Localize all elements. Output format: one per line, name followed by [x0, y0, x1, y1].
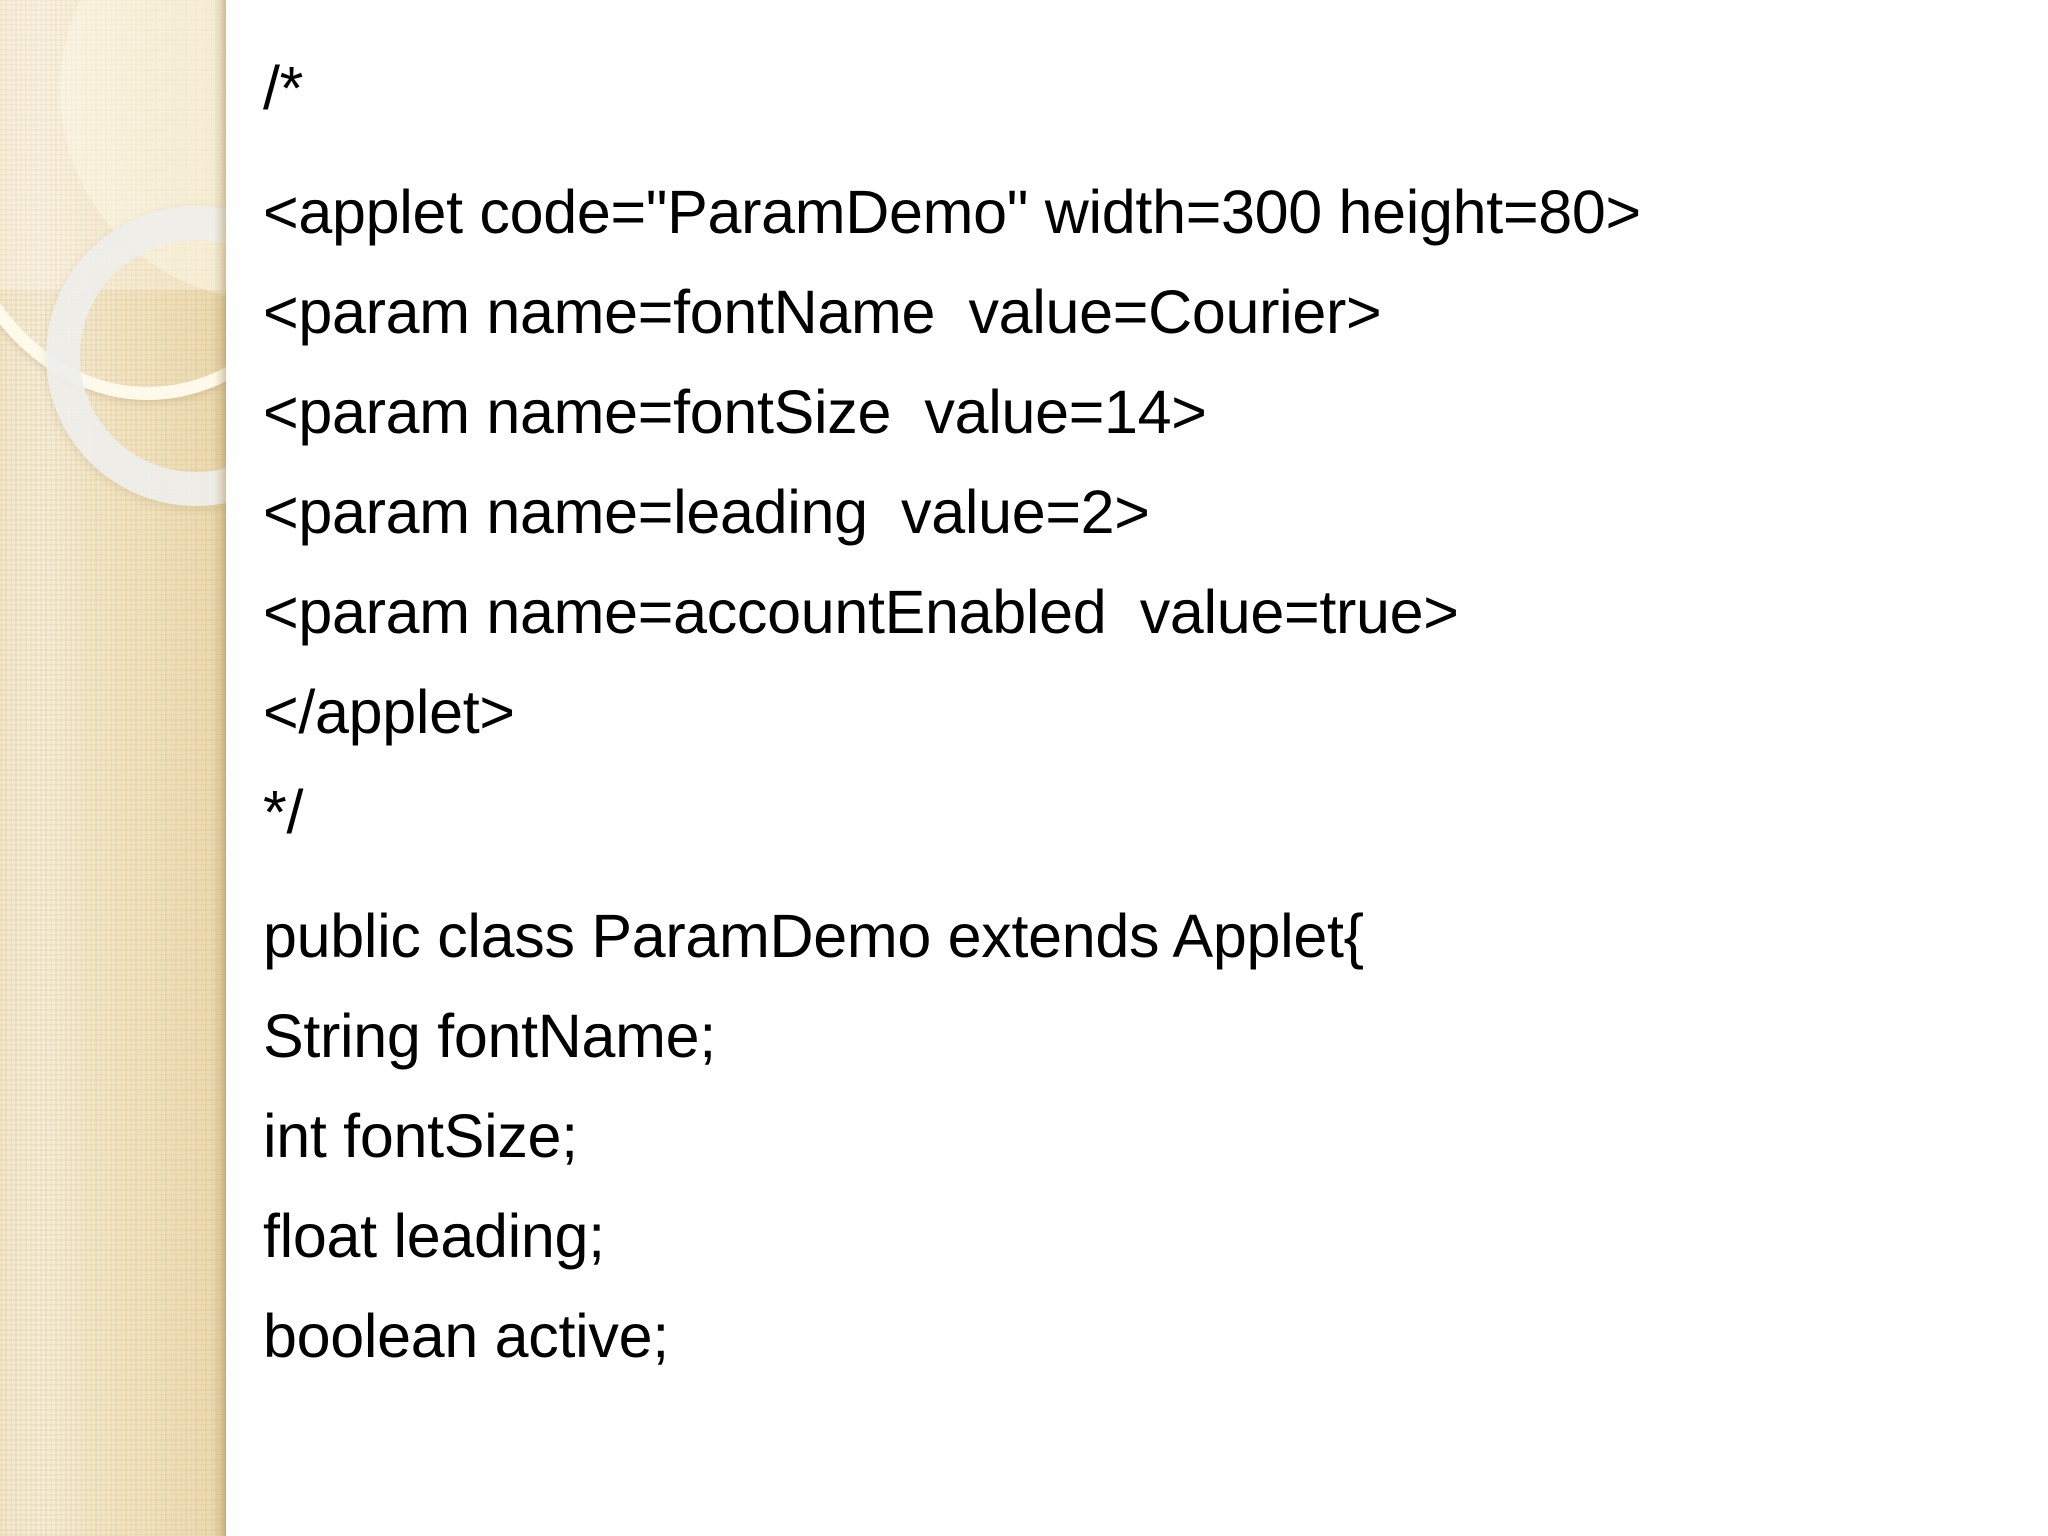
code-line-1: /* — [263, 54, 304, 122]
code-line-5: <param name=leading value=2> — [263, 478, 1150, 546]
sidebar-edge-shadow — [214, 0, 226, 1536]
code-block: /* <applet code="ParamDemo" width=300 he… — [263, 38, 2028, 1386]
code-line-12: float leading; — [263, 1202, 605, 1270]
code-line-7: </applet> — [263, 678, 515, 746]
slide-content-area: /* <applet code="ParamDemo" width=300 he… — [226, 0, 2048, 1536]
code-line-4: <param name=fontSize value=14> — [263, 378, 1207, 446]
code-line-6: <param name=accountEnabled value=true> — [263, 578, 1459, 646]
code-line-9: public class ParamDemo extends Applet{ — [263, 902, 1364, 970]
decorative-sidebar — [0, 0, 226, 1536]
code-line-10: String fontName; — [263, 1002, 716, 1070]
code-line-8: */ — [263, 778, 304, 846]
code-line-2: <applet code="ParamDemo" width=300 heigh… — [263, 178, 1641, 246]
code-line-11: int fontSize; — [263, 1102, 578, 1170]
code-line-3: <param name=fontName value=Courier> — [263, 278, 1382, 346]
code-line-13: boolean active; — [263, 1302, 669, 1370]
